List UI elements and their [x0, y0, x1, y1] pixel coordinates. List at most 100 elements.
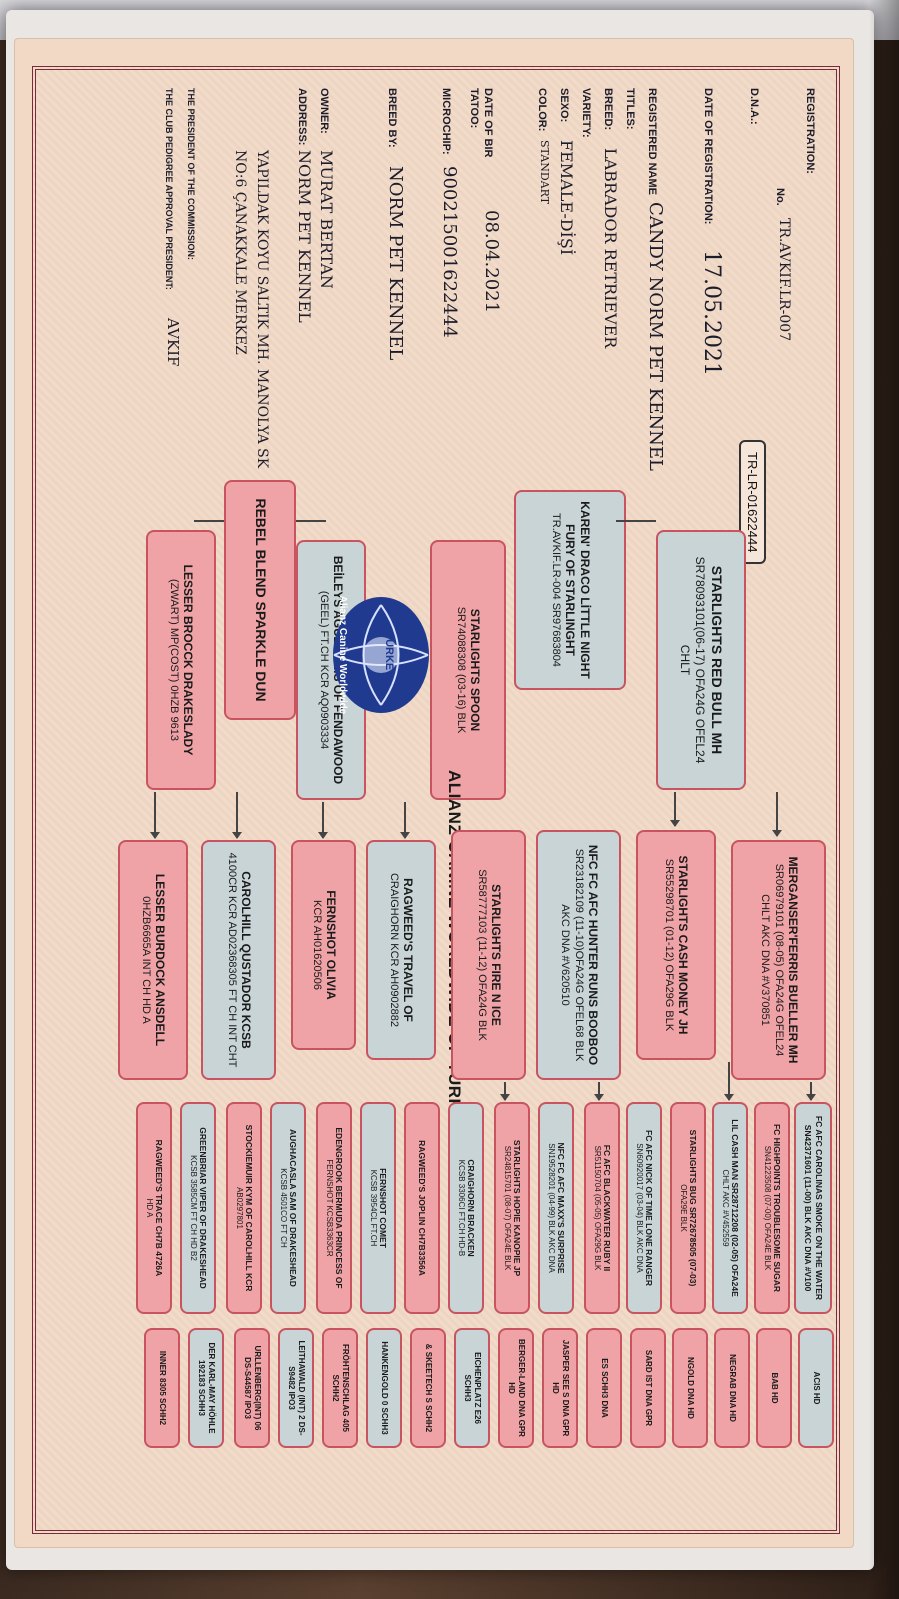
- gen4-name-3: LIL CASH MAN SR28712208 (02-05) OFA24E: [730, 1119, 741, 1297]
- no-label: No.: [774, 188, 786, 206]
- sire-dam-box: STARLIGHTS SPOON SR74088308 (03-16) BLK: [430, 540, 506, 800]
- gen5-box-7: JASPER SEE S DNA GPR HD: [542, 1328, 578, 1448]
- microchip-label: MICROCHIP:: [440, 88, 452, 155]
- gen4-name-15: GREENBRIAR VIPER OF DRAKESHEAD: [198, 1127, 209, 1289]
- sire-sire-info: TR.AVKIF.LR-004 SR97683804: [549, 513, 562, 667]
- certificate-border: REGISTRATION: No. TR.AVKIF.LR-007 D.N.A.…: [32, 66, 840, 1534]
- gen5-name-15: DER KARL-MAY HÖHLE 192183 SCHH3: [197, 1342, 216, 1434]
- gen4-name-6: FC AFC BLACKWATER RUBY II: [602, 1144, 613, 1272]
- gen5-name-4: NGOLD DNA HD: [686, 1357, 695, 1419]
- gen3-name-2: STARLIGHTS CASH MONEY JH: [676, 855, 691, 1035]
- club-president-label: THE CLUB PEDIGREE APPROVAL PRESIDENT:: [164, 88, 174, 290]
- gen4-box-1: FC AFC CAROLINAS SMOKE ON THE WATER SN42…: [794, 1102, 832, 1314]
- gen5-name-13: LEITHAWALD (INT) 2 DS-S9482 IPO3: [287, 1340, 306, 1436]
- gen4-info-14: AB0297801: [234, 1187, 244, 1229]
- gen3-name-3: NFC FC AFC HUNTER RUNS BOOBOO: [585, 844, 600, 1066]
- gen4-info-8: SR24815701 (08-07) OFA24E BLK: [502, 1145, 512, 1271]
- club-president-value: AVKIF: [164, 318, 182, 367]
- gen3-box-4: STARLIGHTS FIRE N ICE SR58777103 (11-12)…: [451, 830, 526, 1080]
- registered-name-label: REGISTERED NAME: [646, 88, 658, 195]
- sire-box: STARLIGHTS RED BULL MH SR78093101(06-17)…: [656, 530, 746, 790]
- gen4-info-3: CHLT AKC #V452559: [720, 1169, 730, 1247]
- gen3-info-3: SR23182109 (11-10)OFA24G OFEL68 BLK AKC …: [559, 848, 585, 1062]
- gen3-box-3: NFC FC AFC HUNTER RUNS BOOBOO SR23182109…: [536, 830, 621, 1080]
- dam-dam-box: LESSER BROCCK DRAKESLADY (ZWART) MP(COST…: [146, 530, 216, 790]
- sire-dam-info: SR74088308 (03-16) BLK: [455, 606, 468, 734]
- microchip-value: 900215001622444: [439, 166, 460, 338]
- gen5-name-3: NEGRAB DNA HD: [728, 1354, 737, 1422]
- gen4-name-4: STARLIGHTS BUG SR72678505 (07-03): [688, 1129, 699, 1287]
- gen4-info-13: KCSB 4501CO FT CH: [278, 1168, 288, 1248]
- gen5-box-2: BAB HD: [756, 1328, 792, 1448]
- gen5-name-9: EICHENPLATZ E26 SCHH3: [463, 1352, 482, 1424]
- date-of-registration-label: DATE OF REGISTRATION:: [702, 88, 714, 225]
- connector-arrow: [236, 792, 238, 838]
- sexo-value: FEMALE-DİŞİ: [557, 140, 576, 256]
- no-value: TR.AVKIF.LR-007: [776, 218, 792, 342]
- owner-label: OWNER:: [318, 88, 330, 134]
- gen3-name-8: LESSER BURDOCK ANSDELL: [153, 873, 168, 1047]
- gen5-name-1: ACIS HD: [812, 1371, 821, 1405]
- gen5-box-10: & SKEETECH S SCHH2: [410, 1328, 446, 1448]
- gen3-name-6: FERNSHOT OLIVIA: [323, 890, 338, 1000]
- date-of-birth-value: 08.04.2021: [481, 210, 502, 314]
- logo-org: Alianz Canine Worldwide: [337, 596, 348, 715]
- gen5-name-7: JASPER SEE S DNA GPR HD: [551, 1339, 570, 1437]
- dna-label: D.N.A.:: [748, 88, 760, 125]
- gen5-box-14: URLLENBERG(INT) 06 DS-S44587 IPO3: [234, 1328, 270, 1448]
- connector-arrow: [504, 1082, 506, 1100]
- connector-arrow: [674, 792, 676, 826]
- gen5-box-1: ACIS HD: [798, 1328, 834, 1448]
- alianz-logo: TURKEY Alianz Canine Worldwide: [333, 596, 429, 715]
- gen4-info-12: FERNSHOT KCSB3363CR: [324, 1159, 334, 1257]
- address-label: ADDRESS:: [296, 88, 308, 146]
- gen5-box-11: HANKENGOLD 0 SCHH3: [366, 1328, 402, 1448]
- variety-label: VARIETY:: [580, 88, 592, 138]
- sire-sire-box: KAREN' DRACO LİTTLE NIGHT FURY OF STARLI…: [514, 490, 626, 690]
- connector-arrow: [598, 1082, 600, 1100]
- page-edge-shadow: [869, 0, 899, 1599]
- breed-by-label: BREED BY:: [386, 88, 398, 148]
- gen3-name-1: MERGANSER'FERRIS BUELLER MH: [785, 856, 800, 1064]
- gen3-info-2: SR55298701 (01-12) OFA29G BLK: [663, 858, 676, 1032]
- gen5-box-8: BERGER-LAND DNA GPR HD: [498, 1328, 534, 1448]
- gen5-name-16: INNER 8305 SCHH2: [158, 1350, 167, 1426]
- connector-arrow: [404, 802, 406, 838]
- color-value: STANDART: [538, 140, 551, 205]
- gen5-box-16: INNER 8305 SCHH2: [144, 1328, 180, 1448]
- gen3-info-4: SR58777103 (11-12) OFA24G BLK: [475, 869, 488, 1041]
- gen3-info-1: SR06979101 (08-05) OFA24G OFEL24 CHLT AK…: [759, 863, 785, 1057]
- gen3-name-4: STARLIGHTS FIRE N ICE: [488, 884, 503, 1026]
- gen4-name-11: FERNSHOT COMET: [378, 1168, 389, 1248]
- titles-label: TITLES:: [624, 88, 636, 130]
- certificate-content: REGISTRATION: No. TR.AVKIF.LR-007 D.N.A.…: [36, 70, 836, 1530]
- gen5-name-11: HANKENGOLD 0 SCHH3: [380, 1341, 389, 1435]
- gen3-box-7: CAROLHILL QUSTADOR KCSB 4100CR KCR AD023…: [201, 840, 276, 1080]
- gen5-name-2: BAB HD: [770, 1372, 779, 1404]
- gen4-name-7: NFC FC AFC MAXX'S SURPRISE: [556, 1142, 567, 1274]
- gen5-box-15: DER KARL-MAY HÖHLE 192183 SCHH3: [188, 1328, 224, 1448]
- gen4-name-9: CRAIGHORN BRACKEN: [466, 1159, 477, 1257]
- gen3-name-7: CAROLHILL QUSTADOR KCSB: [238, 871, 253, 1049]
- gen4-info-4: OFA29E BLK: [678, 1184, 688, 1232]
- address-value-3: NO:6 ÇANAKKALE MERKEZ: [232, 150, 248, 355]
- registered-name-value: CANDY NORM PET KENNEL: [645, 202, 666, 471]
- breed-label: BREED:: [602, 88, 614, 131]
- gen5-name-12: FRÖHTENSCHLAG 405 SCHH2: [331, 1343, 350, 1432]
- color-label: COLOR:: [536, 88, 548, 132]
- gen5-name-6: ES SCHH3 DNA: [600, 1358, 609, 1418]
- connector-line: [616, 520, 656, 522]
- tatoo-label: TATOO:: [468, 88, 480, 129]
- gen3-box-8: LESSER BURDOCK ANSDELL 0HZB6665A INT CH …: [118, 840, 188, 1080]
- gen5-box-12: FRÖHTENSCHLAG 405 SCHH2: [322, 1328, 358, 1448]
- gen4-info-7: SN19528201 (04-99) BLK AKC DNA: [546, 1143, 556, 1273]
- sexo-label: SEXO:: [558, 88, 570, 123]
- gen4-name-13: AUGHACASLA SAM OF DRAKESHEAD: [288, 1129, 299, 1287]
- gen3-box-5: RAGWEED'S TRAVEL OF CRAIGHORN KCR AH0902…: [366, 840, 436, 1060]
- sire-dam-name: STARLIGHTS SPOON: [468, 608, 483, 732]
